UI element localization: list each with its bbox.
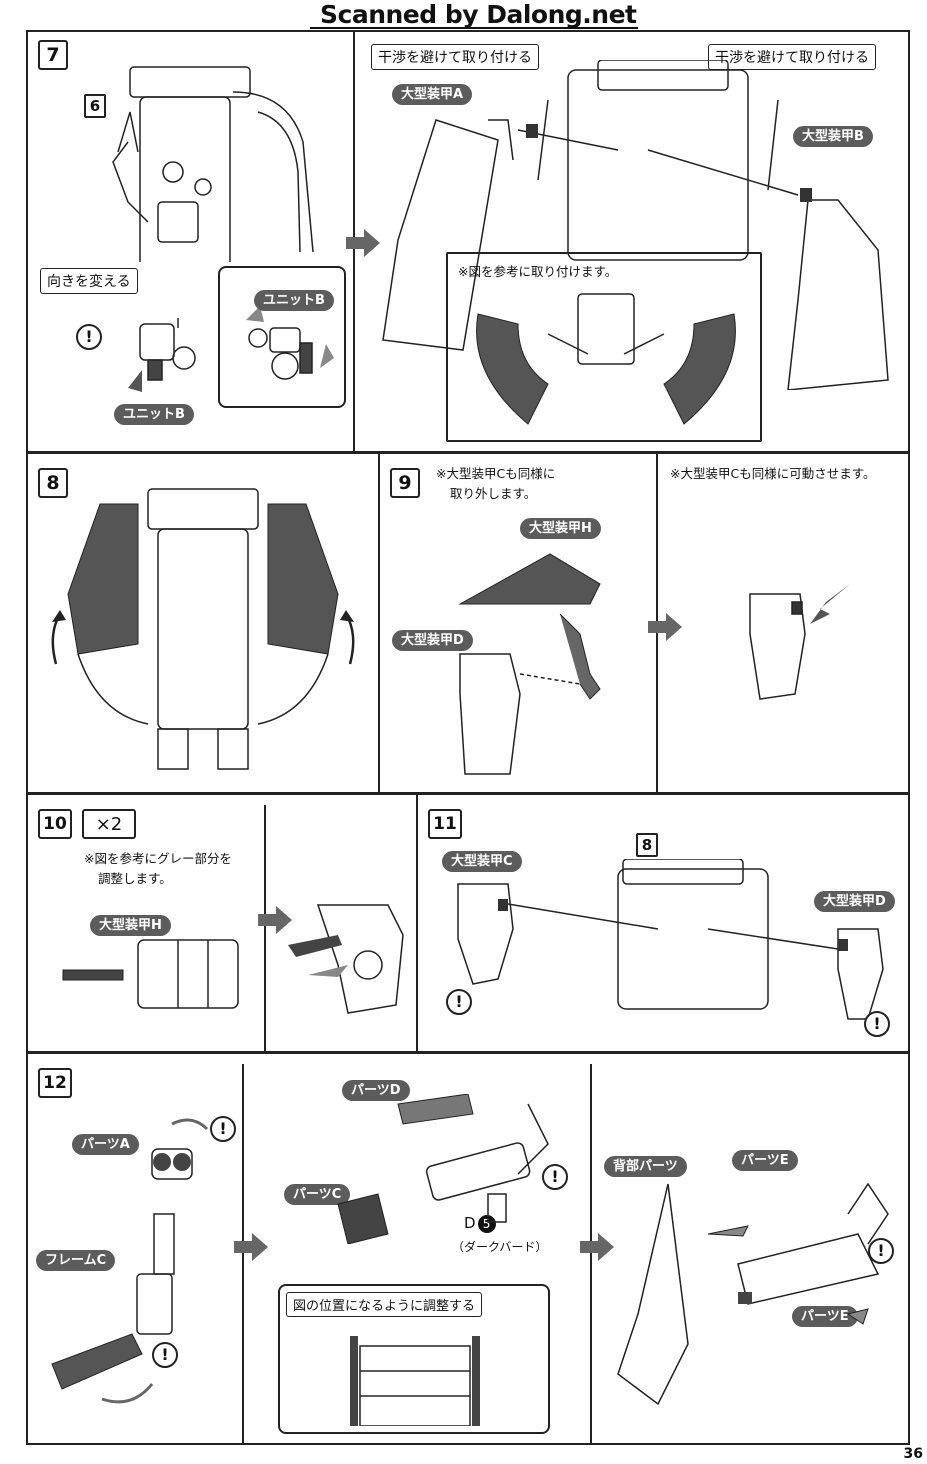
next-step-arrow-icon xyxy=(258,906,292,934)
frame-illustration xyxy=(112,66,314,262)
step-number: 10 xyxy=(38,809,72,839)
warning-circle-icon: ! xyxy=(864,1011,890,1037)
step-9-panel: 9 ※大型装甲Cも同様に 取り外します。 ※大型装甲Cも同様に可動させます。 大… xyxy=(378,452,910,794)
dark-bird-label: （ダークバード） xyxy=(452,1240,548,1254)
step-10-note-line-1: ※図を参考にグレー部分を xyxy=(84,851,232,866)
warning-circle-icon: ! xyxy=(868,1238,894,1264)
reference-inset: ※図を参考に取り付けます。 xyxy=(446,252,762,442)
frame-c-illustration xyxy=(51,1118,209,1404)
back-part-assembly-illustration xyxy=(617,1182,889,1406)
armor-c-label: 大型装甲C xyxy=(442,851,522,872)
avoid-interference-label-left: 干渉を避けて取り付ける xyxy=(371,44,539,70)
step-number: 12 xyxy=(38,1068,72,1098)
step-9-note-line-2: 取り外します。 xyxy=(450,486,537,501)
step-number: 8 xyxy=(38,468,68,498)
part-e-label-bottom: パーツE xyxy=(792,1306,858,1327)
next-step-arrow-icon xyxy=(580,1233,614,1261)
part-e-label-top: パーツE xyxy=(732,1150,798,1171)
unit-b-label-inset: ユニットB xyxy=(254,290,334,311)
armor-remove-illustration xyxy=(458,553,601,775)
armor-h-rotated-illustration xyxy=(288,904,404,1014)
multiplier-badge: ×2 xyxy=(82,809,136,839)
page-number: 36 xyxy=(903,1446,923,1462)
part-d5-letter: D xyxy=(464,1214,476,1232)
step-8-panel: 8 xyxy=(26,452,380,794)
warning-circle-icon: ! xyxy=(152,1342,178,1368)
step-number: 11 xyxy=(428,809,462,839)
unit-b-inset xyxy=(218,266,346,408)
armor-c-d-attach-illustration xyxy=(457,859,884,1020)
step-10-panel: 10 ×2 ※図を参考にグレー部分を 調整します。 大型装甲H xyxy=(26,793,418,1053)
adjust-inset: 図の位置になるように調整する xyxy=(278,1284,550,1434)
step-11-panel: 11 8 大型装甲C 大型装甲D ! ! xyxy=(416,793,910,1053)
reference-inset-art xyxy=(476,293,736,425)
part-a-label: パーツA xyxy=(72,1134,139,1155)
armor-open-illustration xyxy=(51,488,355,770)
frame-c-label: フレームC xyxy=(36,1250,116,1271)
armor-attach-illustration xyxy=(382,60,889,390)
direction-label: 向きを変える xyxy=(40,268,138,294)
scan-credit: Scanned by Dalong.net xyxy=(320,0,637,29)
step-number: 7 xyxy=(38,40,68,70)
warning-circle-icon: ! xyxy=(446,989,472,1015)
armor-h-label: 大型装甲H xyxy=(520,518,601,539)
unit-b-inset-art xyxy=(246,306,334,380)
step-12-divider-2 xyxy=(590,1064,592,1443)
reference-note: ※図を参考に取り付けます。 xyxy=(458,264,618,279)
armor-b-label: 大型装甲B xyxy=(793,126,873,147)
next-step-arrow-icon xyxy=(346,229,380,257)
part-c-label: パーツC xyxy=(284,1184,351,1205)
unit-b-small-illustration xyxy=(128,318,196,392)
warning-circle-icon: ! xyxy=(76,324,102,350)
sub-reference: 6 xyxy=(84,94,106,118)
header-rule xyxy=(310,27,638,29)
armor-d-rotate-illustration xyxy=(749,584,850,700)
back-part-label: 背部パーツ xyxy=(604,1156,687,1177)
step-number: 9 xyxy=(390,468,420,498)
step-9-note-right: ※大型装甲Cも同様に可動させます。 xyxy=(670,466,876,481)
adjust-note: 図の位置になるように調整する xyxy=(286,1292,483,1317)
armor-d-label: 大型装甲D xyxy=(392,630,473,651)
step-9-note-line-1: ※大型装甲Cも同様に xyxy=(436,466,556,481)
part-c-d-illustration xyxy=(337,1094,549,1244)
next-step-arrow-icon xyxy=(648,613,682,641)
adjust-inset-art xyxy=(350,1336,480,1426)
unit-b-label-lower: ユニットB xyxy=(114,404,194,425)
sub-reference: 8 xyxy=(636,833,658,857)
avoid-interference-label-right: 干渉を避けて取り付ける xyxy=(708,44,876,70)
armor-h-label: 大型装甲H xyxy=(90,915,171,936)
armor-d-label: 大型装甲D xyxy=(814,891,895,912)
part-d5-number: 5 xyxy=(477,1215,496,1233)
step-12-divider-1 xyxy=(242,1064,244,1443)
step-10-note-line-2: 調整します。 xyxy=(98,871,172,886)
warning-circle-icon: ! xyxy=(542,1164,568,1190)
next-step-arrow-icon xyxy=(234,1233,268,1261)
armor-a-label: 大型装甲A xyxy=(392,84,473,105)
part-d-label: パーツD xyxy=(342,1080,410,1101)
armor-h-adjust-illustration xyxy=(62,939,239,1009)
step-10-divider xyxy=(264,805,266,1051)
warning-circle-icon: ! xyxy=(210,1116,236,1142)
step-7-panel: 7 6 向きを変える ! ユニットB xyxy=(26,30,910,453)
